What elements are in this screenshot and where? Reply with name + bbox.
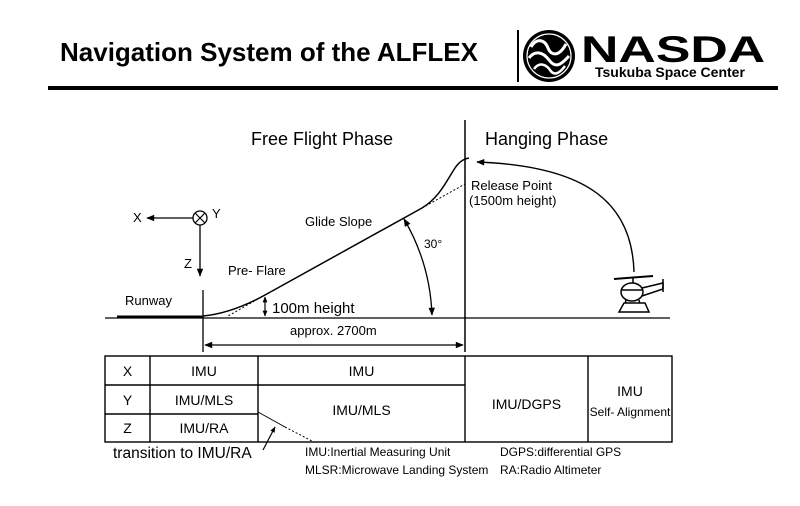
transition-note: transition to IMU/RA [113,445,252,462]
flare-height-label: 100m height [272,300,355,317]
table-pre-flare-z: IMU/RA [179,420,229,436]
logo-divider [517,30,519,82]
axis-y-label: Y [212,206,221,221]
page-title: Navigation System of the ALFLEX [60,37,478,67]
nasda-emblem-icon [523,30,575,82]
logo-name: NASDA [581,29,766,70]
emblem-swirl-bottom [532,63,566,75]
navigation-table-grid [104,355,673,443]
table-pre-flare-y: IMU/MLS [174,391,234,408]
table-glide-x: IMU [348,362,375,379]
table-ground-mode: Self- Alignment [589,405,671,419]
table-axis-z: Z [123,420,132,436]
table-ground-sensor: IMU [617,383,643,399]
transition-pointer-arrow [262,426,276,451]
emblem-swirl-top [529,39,568,56]
helicopter-icon [613,275,664,313]
helicopter-rotor [613,275,654,280]
abbreviation-dgps: DGPS:differential GPS [500,445,622,459]
glide-slope-extension-lower [227,294,266,317]
emblem-ring [526,33,572,79]
table-glide-yz: IMU/MLS [332,402,391,418]
table-ground: IMU Self- Alignment [588,360,672,442]
table-axis-y: Y [122,391,133,408]
flight-trajectory [202,157,470,317]
transition-line-solid [257,411,286,428]
table-axis-x: X [122,362,133,379]
helicopter-payload [617,302,651,313]
abbreviation-mlsr: MLSR:Microwave Landing System [305,463,489,477]
axis-y-cross-b [195,213,205,223]
axis-x-label: X [133,210,142,225]
helicopter-tail-boom [641,282,664,297]
distance-label: approx. 2700m [290,323,377,338]
logo-subtitle: Tsukuba Space Center [595,64,745,80]
glide-angle-arc [403,218,435,316]
abbreviation-imu: IMU:Inertial Measuring Unit [305,445,451,459]
hanging-phase-label: Hanging Phase [485,129,609,149]
table-border [104,355,673,443]
circled-x-icon [192,210,208,226]
helicopter-body [620,282,644,302]
emblem-swirl-middle [527,51,571,67]
table-hanging: IMU/DGPS [491,396,562,412]
glide-slope-label: Glide Slope [305,214,373,229]
release-path-arrow [476,159,635,273]
abbreviation-ra: RA:Radio Altimeter [500,463,602,477]
glide-slope-extension-upper [421,183,466,209]
runway-label: Runway [125,293,172,308]
free-flight-phase-label: Free Flight Phase [251,129,394,149]
release-height-label: (1500m height) [469,193,557,208]
axis-z-label: Z [184,256,192,271]
pre-flare-label: Pre- Flare [228,263,286,278]
table-pre-flare-x: IMU [191,362,217,379]
transition-line-dotted [284,426,313,442]
glide-angle-label: 30° [424,237,443,251]
title-rule [48,86,778,90]
release-point-label: Release Point [471,178,552,193]
